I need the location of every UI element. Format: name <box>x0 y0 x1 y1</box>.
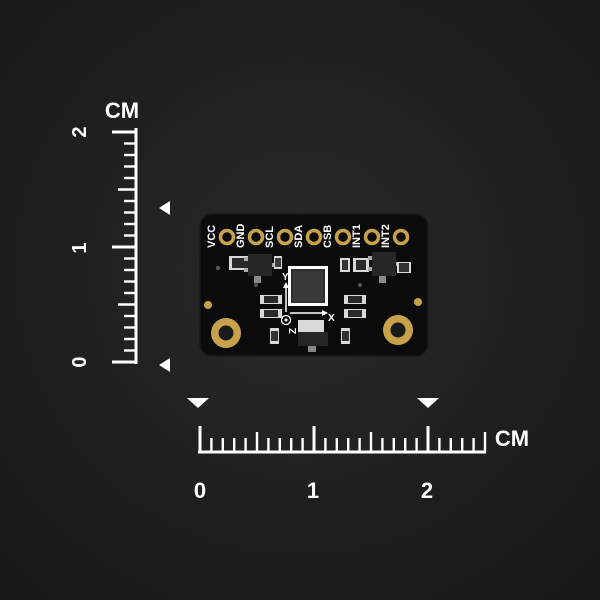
right-regulator <box>340 252 411 283</box>
via-left <box>204 301 212 309</box>
vertical-ruler-marker-top <box>159 201 170 215</box>
axis-indicator: Y X Z <box>280 272 335 334</box>
right-cap-1-body <box>342 260 348 270</box>
via-small-1 <box>215 265 221 271</box>
pin-labels: VCC GND SCL SDA CSB INT1 INT2 <box>206 224 392 249</box>
axis-label-z: Z <box>288 328 299 334</box>
pin-label-csb: CSB <box>322 225 334 248</box>
left-chip-lead-1 <box>244 257 248 261</box>
pin-label-int2: INT2 <box>380 224 392 248</box>
axis-z-ring <box>280 314 292 326</box>
vertical-ruler-label-0: 0 <box>69 356 91 367</box>
vertical-ruler-ticks <box>112 130 136 364</box>
pin-label-sda: SDA <box>293 225 305 248</box>
vertical-ruler-label-2: 2 <box>69 126 91 137</box>
right-chip-lead-2 <box>368 267 372 271</box>
horizontal-ruler-marker-right <box>417 398 439 408</box>
main-sensor <box>288 266 328 306</box>
vertical-ruler-marker-bottom <box>159 358 170 372</box>
pad-gnd <box>247 228 265 246</box>
right-chip-lead-1 <box>368 256 372 260</box>
via-small-3 <box>358 283 362 287</box>
right-cap-2-body <box>399 263 409 272</box>
left-chip-lead-2 <box>244 268 248 272</box>
right-passives <box>344 295 366 318</box>
sensor-board: VCC GND SCL SDA CSB INT1 INT2 <box>199 213 429 357</box>
pad-int2 <box>392 228 410 246</box>
horizontal-ruler-unit: CM <box>495 426 529 451</box>
pad-csb <box>334 228 352 246</box>
right-passive-1-body <box>348 296 362 303</box>
axis-arrow-y <box>283 282 289 288</box>
axis-label-x: X <box>328 313 335 324</box>
bottom-regulator-silk <box>298 320 324 334</box>
pin-label-scl: SCL <box>264 226 276 248</box>
left-regulator-body <box>232 258 248 268</box>
left-chip <box>248 254 272 276</box>
horizontal-ruler-label-2: 2 <box>421 478 433 503</box>
left-regulator <box>229 254 282 283</box>
axis-label-y: Y <box>282 272 289 283</box>
horizontal-ruler-label-0: 0 <box>194 478 206 503</box>
left-passive-3-body <box>271 331 278 341</box>
pin-label-gnd: GND <box>235 224 247 249</box>
left-cap-body <box>275 258 281 267</box>
pad-scl <box>276 228 294 246</box>
mounting-hole-right-bore <box>390 322 406 338</box>
horizontal-ruler-ticks <box>198 426 487 452</box>
pin-label-vcc: VCC <box>206 225 218 248</box>
vertical-ruler-unit: CM <box>105 98 139 123</box>
right-chip-tab <box>379 276 386 283</box>
pad-sda <box>305 228 323 246</box>
pad-int1 <box>363 228 381 246</box>
mounting-hole-left-bore <box>218 325 234 341</box>
via-right <box>414 298 422 306</box>
right-regulator-body <box>356 260 366 270</box>
main-sensor-top <box>293 271 323 301</box>
bottom-regulator-tab <box>308 346 316 352</box>
left-passive-1-body <box>264 296 278 303</box>
vertical-ruler-label-1: 1 <box>69 242 91 253</box>
right-chip <box>372 252 396 276</box>
pad-vcc <box>218 228 236 246</box>
header-pads <box>218 228 410 246</box>
axis-z-dot <box>284 318 288 322</box>
bottom-regulator-body <box>298 332 328 346</box>
horizontal-ruler: CM 0 1 2 <box>187 398 529 503</box>
left-passives <box>260 295 282 344</box>
horizontal-ruler-label-1: 1 <box>307 478 319 503</box>
via-small-2 <box>254 283 258 287</box>
bottom-regulator <box>298 320 350 352</box>
vertical-ruler: CM 2 1 0 <box>69 98 170 372</box>
bottom-cap-body <box>342 331 349 341</box>
left-chip-tab <box>254 276 261 283</box>
horizontal-ruler-marker-left <box>187 398 209 408</box>
pin-label-int1: INT1 <box>351 224 363 248</box>
right-passive-2-body <box>348 310 362 317</box>
left-passive-2-body <box>264 310 278 317</box>
axis-arrow-x <box>322 310 328 316</box>
